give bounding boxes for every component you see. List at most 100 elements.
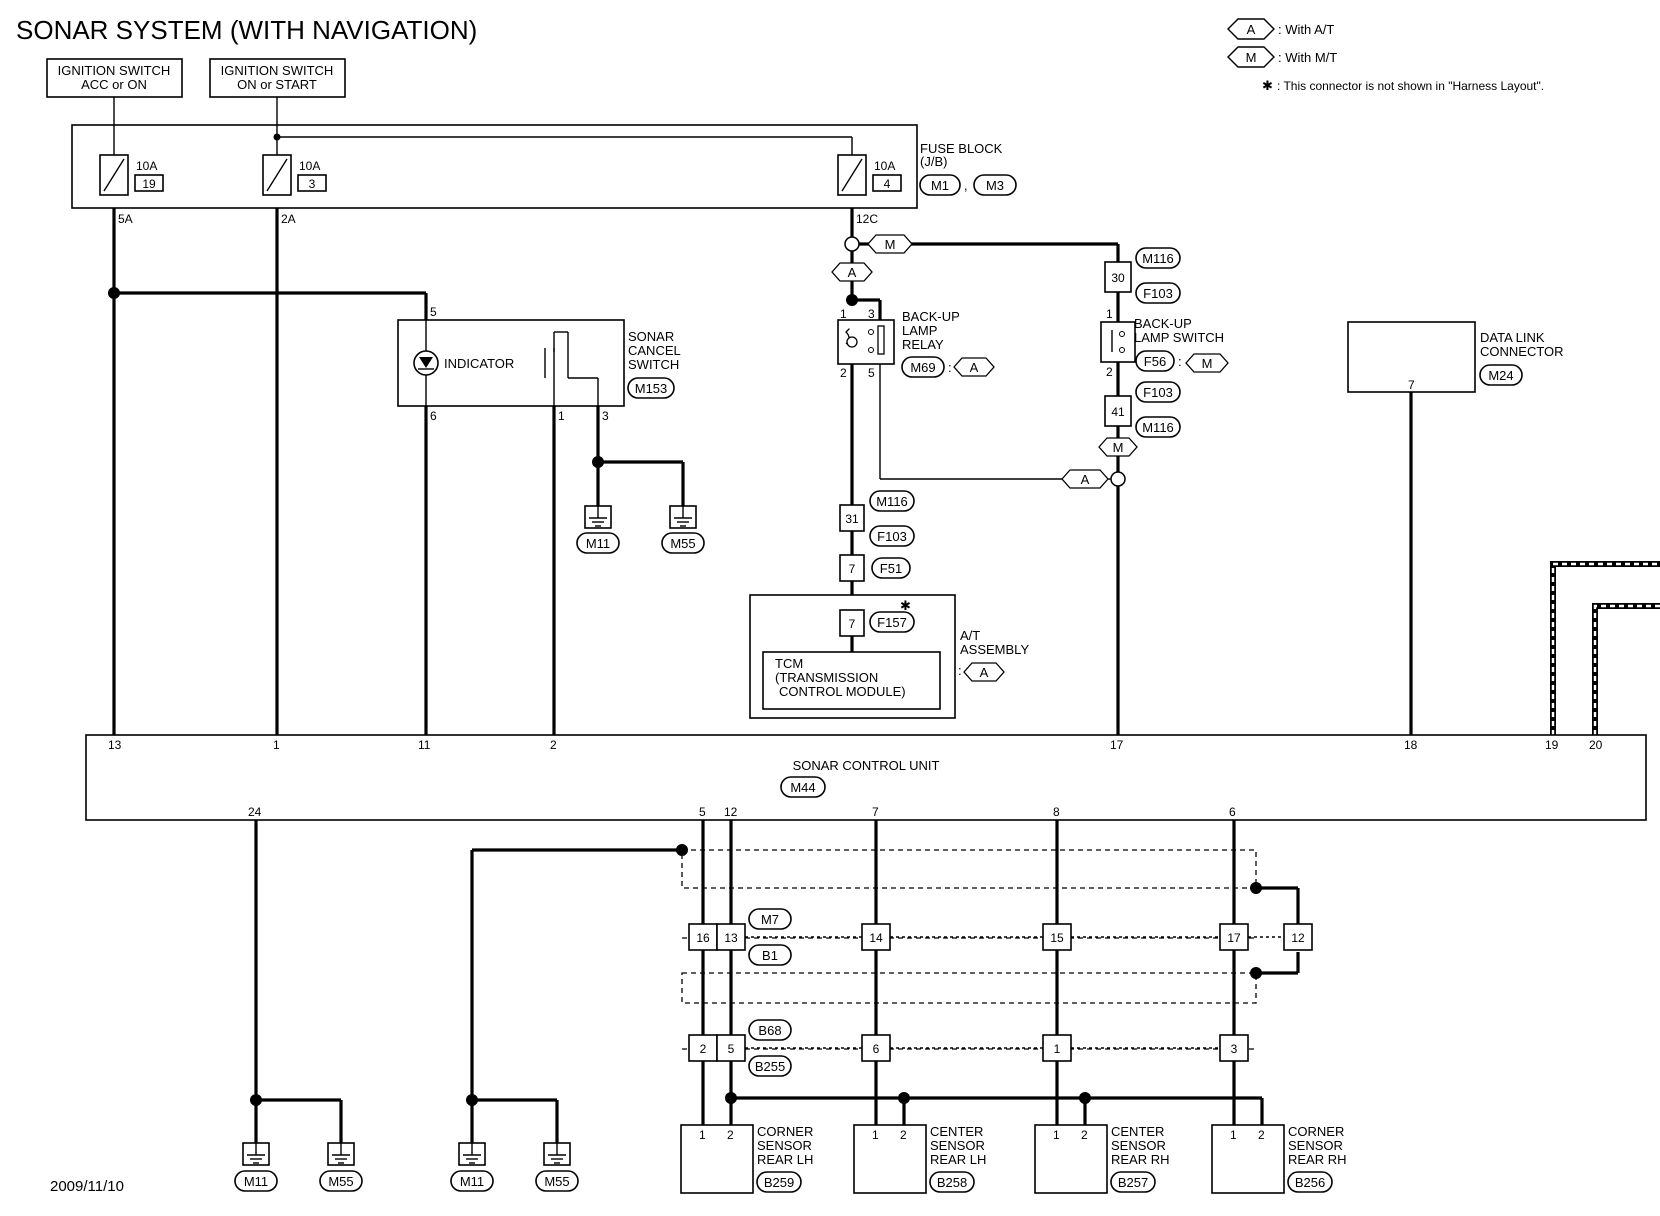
shielded-wire-20 xyxy=(1592,603,1660,735)
backup-lamp-relay xyxy=(837,294,895,365)
scu-pin-2: 2 xyxy=(550,738,557,752)
at-assembly-label-2: ASSEMBLY xyxy=(960,642,1029,657)
wire-relay5-to-switch xyxy=(879,364,1126,489)
ground-icon xyxy=(242,1142,270,1166)
scu-pin-20: 20 xyxy=(1589,738,1603,752)
fuse-pin-12c: 12C xyxy=(856,212,878,226)
at-assembly-label-1: A/T xyxy=(960,628,980,643)
relay-pin-1: 1 xyxy=(840,307,847,321)
connector-f51: F51 xyxy=(871,557,911,579)
svg-text:1: 1 xyxy=(1230,1128,1237,1142)
svg-text:M11: M11 xyxy=(244,1174,268,1189)
connector-f103-b: F103 xyxy=(1135,381,1181,403)
tcm-label-2: (TRANSMISSION xyxy=(775,670,878,685)
svg-text:M69: M69 xyxy=(910,360,935,375)
ground-icon xyxy=(669,505,697,529)
svg-text:A: A xyxy=(1247,22,1256,37)
svg-text:B257: B257 xyxy=(1118,1175,1148,1190)
svg-text:10A: 10A xyxy=(136,159,157,173)
connector-m69: M69 xyxy=(901,356,945,378)
svg-text:M116: M116 xyxy=(1142,251,1174,266)
svg-text:16: 16 xyxy=(696,931,710,945)
sensor-common-bus xyxy=(725,1092,1264,1125)
svg-text:6: 6 xyxy=(873,1042,880,1056)
svg-text:F157: F157 xyxy=(877,615,907,630)
connector-m116-a: M116 xyxy=(1135,247,1181,269)
connector-m3: M3 xyxy=(973,174,1017,196)
svg-text:1: 1 xyxy=(872,1128,879,1142)
fuse-block-jb: (J/B) xyxy=(920,154,947,169)
svg-text:M55: M55 xyxy=(670,536,695,551)
svg-text:SENSOR: SENSOR xyxy=(930,1138,985,1153)
ground-m55-top: M55 xyxy=(661,532,705,554)
legend-at-text: : With A/T xyxy=(1278,22,1334,37)
svg-text:M55: M55 xyxy=(544,1174,569,1189)
indicator-label: INDICATOR xyxy=(444,356,514,371)
relay-pin-5: 5 xyxy=(868,366,875,380)
corner-sensor-rear-lh: 1 2 CORNER SENSOR REAR LH B259 xyxy=(680,1124,813,1194)
svg-text:REAR LH: REAR LH xyxy=(930,1152,986,1167)
harness-row-b68: 2 5 6 1 3 xyxy=(688,1034,1249,1062)
svg-text:CENTER: CENTER xyxy=(930,1124,983,1139)
svg-text:30: 30 xyxy=(1111,271,1125,285)
connector-f103-a: F103 xyxy=(1135,282,1181,304)
svg-text:M55: M55 xyxy=(328,1174,353,1189)
svg-text:41: 41 xyxy=(1111,405,1125,419)
ground-icon xyxy=(584,505,612,529)
fuse-pin-2a: 2A xyxy=(281,212,296,226)
svg-text:B256: B256 xyxy=(1295,1175,1325,1190)
svg-text:REAR RH: REAR RH xyxy=(1288,1152,1347,1167)
harness-pin-41: 41 xyxy=(1104,395,1132,427)
legend-star-icon: ✱ xyxy=(1262,78,1273,93)
cancel-pin-3: 3 xyxy=(602,409,609,423)
connector-m7: M7 xyxy=(748,908,792,930)
sonar-cancel-label-2: CANCEL xyxy=(628,343,681,358)
option-tag-m: M xyxy=(1185,353,1229,373)
scu-pin-13: 13 xyxy=(108,738,122,752)
fuse-block-label: FUSE BLOCK xyxy=(920,141,1003,156)
at-assembly-colon: : xyxy=(958,663,962,678)
svg-text:10A: 10A xyxy=(874,159,895,173)
switch-pin-1: 1 xyxy=(1106,307,1113,321)
option-tag-m: M xyxy=(1098,437,1138,457)
svg-text:M: M xyxy=(1113,440,1124,455)
scu-pin-1: 1 xyxy=(273,738,280,752)
cancel-pin-5: 5 xyxy=(430,305,437,319)
scu-pin-24: 24 xyxy=(248,805,262,819)
ground-m11-top: M11 xyxy=(576,532,620,554)
switch-label-2: LAMP SWITCH xyxy=(1134,330,1224,345)
svg-text:B258: B258 xyxy=(937,1175,967,1190)
ground-icon xyxy=(458,1142,486,1166)
svg-text:1: 1 xyxy=(699,1128,706,1142)
backup-lamp-switch xyxy=(1100,321,1136,363)
svg-text:F103: F103 xyxy=(1143,385,1173,400)
svg-text:2: 2 xyxy=(900,1128,907,1142)
harness-pin-7-f51: 7 xyxy=(839,554,865,582)
svg-text:REAR LH: REAR LH xyxy=(757,1152,813,1167)
scu-pin-11: 11 xyxy=(418,738,431,752)
svg-text:B259: B259 xyxy=(764,1175,794,1190)
connector-m1: M1 xyxy=(919,174,961,196)
scu-pin-7: 7 xyxy=(872,805,879,819)
svg-text:M116: M116 xyxy=(876,494,908,509)
center-sensor-rear-lh: 1 2 CENTER SENSOR REAR LH B258 xyxy=(853,1124,986,1194)
connector-b68: B68 xyxy=(748,1019,792,1041)
relay-pin-2: 2 xyxy=(840,366,847,380)
svg-text:1: 1 xyxy=(1054,1042,1061,1056)
svg-text:10A: 10A xyxy=(299,159,320,173)
option-tag-m: M xyxy=(867,234,913,254)
harness-pin-7-f157: 7 xyxy=(839,609,865,637)
cancel-ground-wire xyxy=(592,406,685,506)
svg-text:M11: M11 xyxy=(460,1174,484,1189)
svg-text:7: 7 xyxy=(849,617,856,631)
tcm-label-3: CONTROL MODULE) xyxy=(779,684,906,699)
wire-ign-acc xyxy=(108,208,428,735)
connector-m24: M24 xyxy=(1479,364,1523,386)
connector-m153: M153 xyxy=(627,377,675,399)
connector-b1: B1 xyxy=(748,944,792,966)
svg-text:1: 1 xyxy=(1053,1128,1060,1142)
relay-colon: : xyxy=(948,360,952,375)
indicator-led-icon xyxy=(419,357,433,368)
scu-pin-18: 18 xyxy=(1404,738,1418,752)
